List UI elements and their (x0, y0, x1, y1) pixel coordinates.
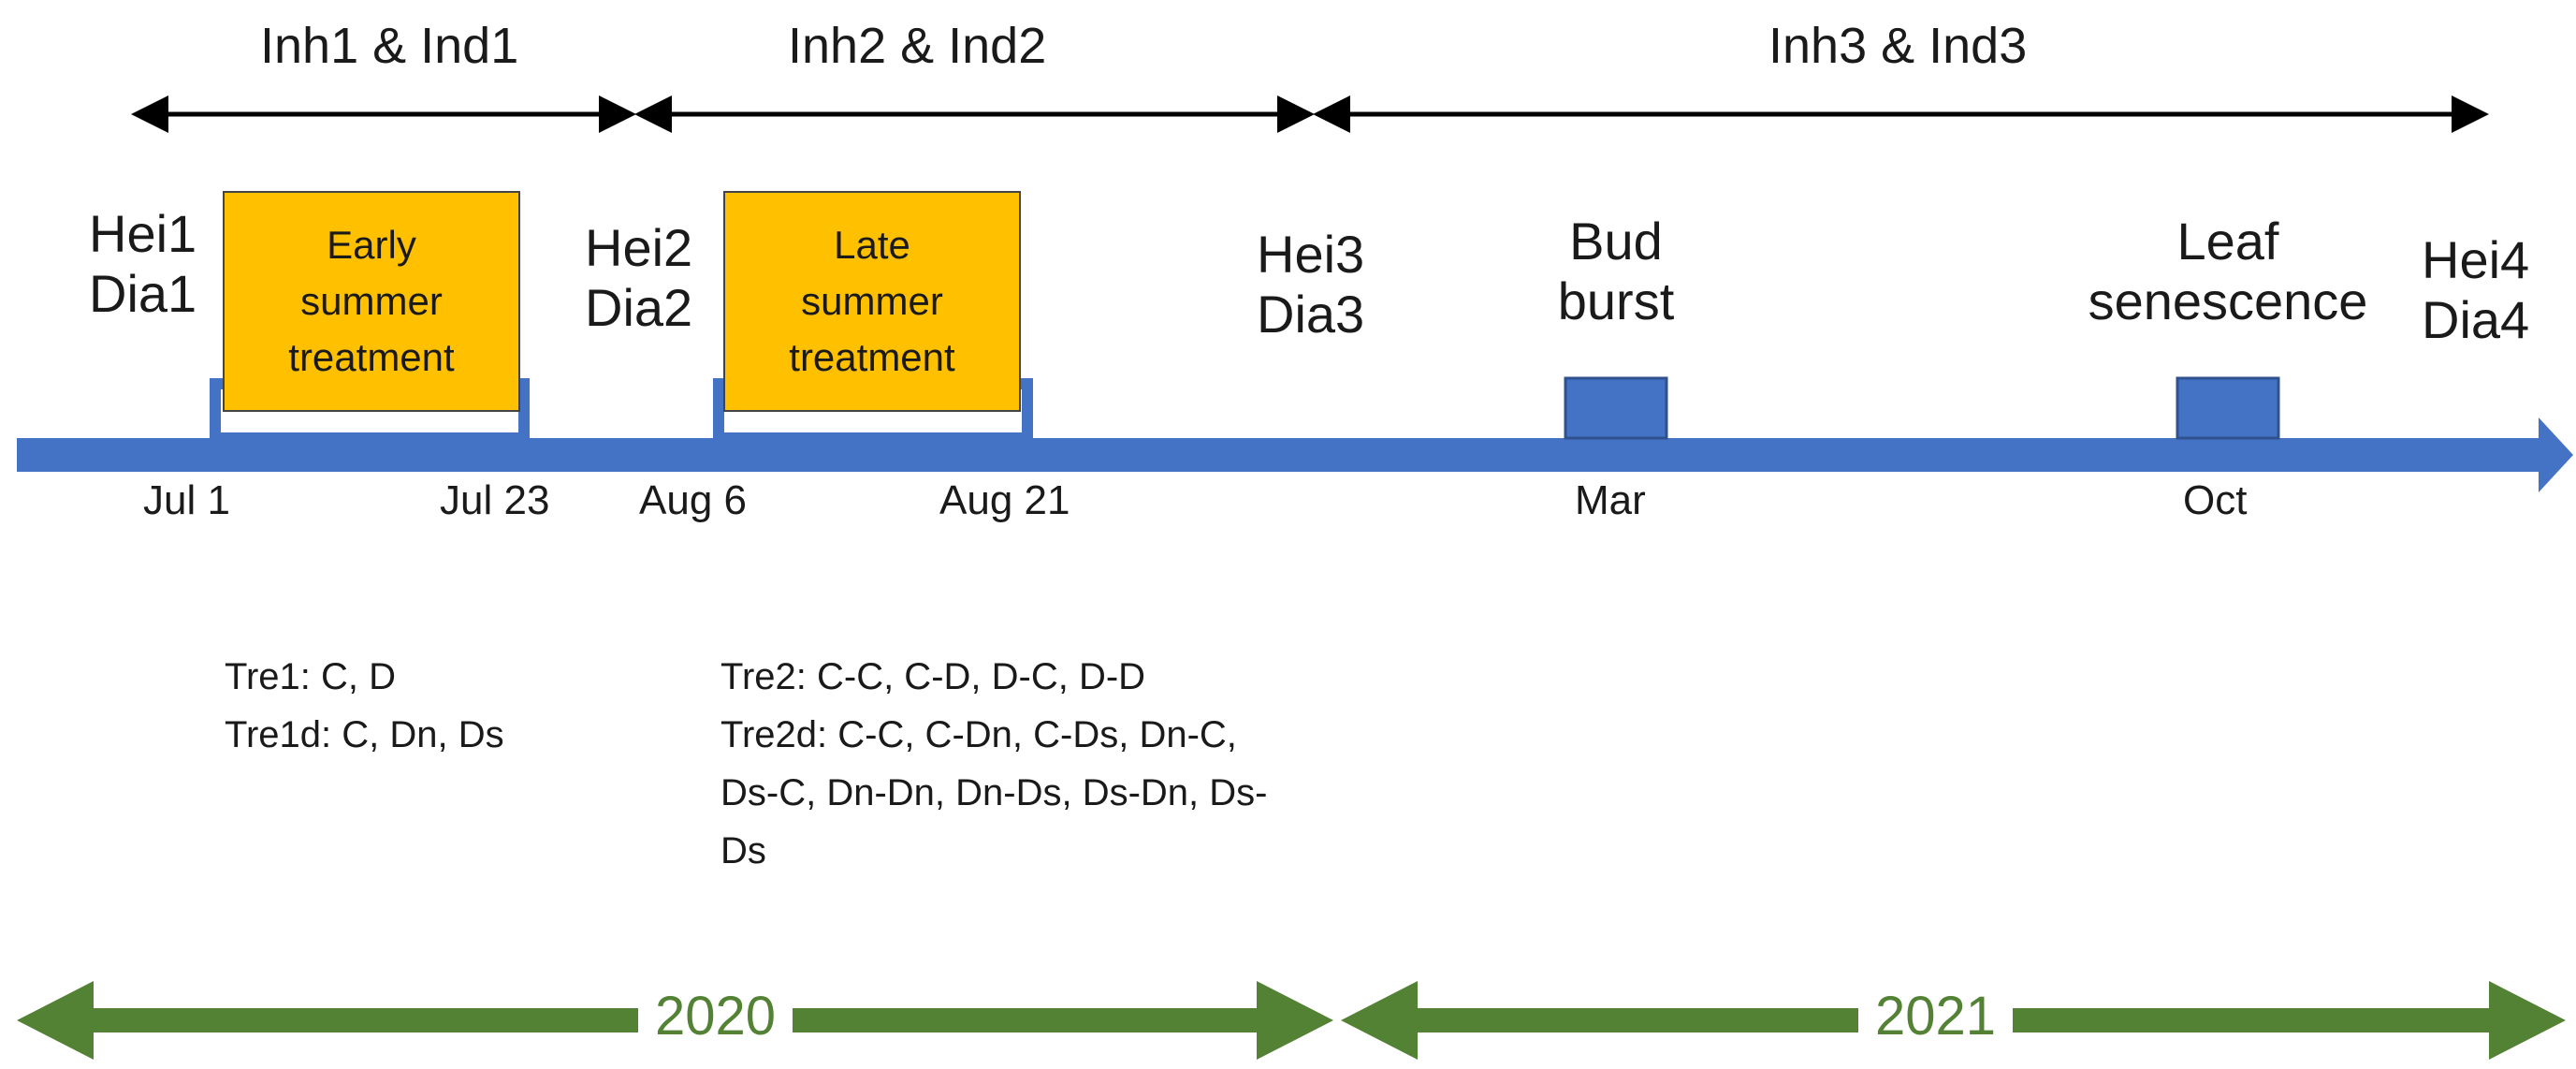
late-treatment-line-2: summer (801, 279, 943, 323)
early-summer-treatment-box: Early summer treatment (223, 191, 520, 412)
late-treatment-line-1: Late (834, 223, 910, 267)
measurement-2: Hei2 Dia2 (585, 218, 692, 338)
early-treatment-line-1: Early (327, 223, 416, 267)
year-label-2021: 2021 (1858, 985, 2014, 1047)
tre2d-text: Tre2d: C-C, C-Dn, C-Ds, Dn-C, Ds-C, Dn-D… (720, 714, 1268, 871)
early-treatment-line-3: treatment (288, 335, 455, 379)
year-arrow-2021-right-head (2489, 981, 2566, 1060)
date-label-jul-1: Jul 1 (143, 477, 230, 523)
bud-burst-line-1: Bud (1569, 212, 1663, 271)
year-arrow-2020-right-head (1257, 981, 1333, 1060)
date-label-mar: Mar (1575, 477, 1646, 523)
tre1-text: Tre1: C, D (225, 656, 396, 697)
late-summer-treatment-box: Late summer treatment (723, 191, 1021, 412)
measurement-1: Hei1 Dia1 (89, 204, 196, 324)
measurement-3-height: Hei3 (1257, 225, 1365, 284)
measurement-2-diameter: Dia2 (585, 278, 693, 337)
measurement-2-height: Hei2 (585, 218, 693, 277)
timeline-arrowhead (2539, 417, 2573, 492)
tre1-note: Tre1: C, D Tre1d: C, Dn, Ds (225, 648, 504, 764)
measurement-3: Hei3 Dia3 (1257, 225, 1364, 344)
leaf-senescence-line-1: Leaf (2176, 212, 2279, 271)
measurement-1-diameter: Dia1 (89, 264, 197, 323)
date-label-aug-6: Aug 6 (639, 477, 747, 523)
year-label-2020: 2020 (638, 985, 793, 1047)
leaf-senescence-mark (2176, 376, 2280, 440)
leaf-senescence-line-2: senescence (2088, 271, 2368, 330)
span-label-2: Inh2 & Ind2 (788, 18, 1047, 74)
bud-burst-label: Bud burst (1513, 212, 1719, 331)
early-treatment-line-2: summer (300, 279, 443, 323)
tre2-note: Tre2: C-C, C-D, D-C, D-D Tre2d: C-C, C-D… (720, 648, 1301, 880)
measurement-4-diameter: Dia4 (2422, 290, 2530, 349)
tre2-text: Tre2: C-C, C-D, D-C, D-D (720, 656, 1146, 697)
bud-burst-mark (1564, 376, 1668, 440)
leaf-senescence-label: Leaf senescence (2036, 212, 2420, 331)
tre1d-text: Tre1d: C, Dn, Ds (225, 714, 504, 755)
span-label-3: Inh3 & Ind3 (1768, 18, 2028, 74)
date-label-jul-23: Jul 23 (440, 477, 550, 523)
late-treatment-line-3: treatment (789, 335, 955, 379)
measurement-3-diameter: Dia3 (1257, 285, 1365, 344)
date-label-aug-21: Aug 21 (939, 477, 1070, 523)
bud-burst-line-2: burst (1557, 271, 1675, 330)
measurement-4-height: Hei4 (2422, 230, 2530, 289)
year-arrow-2021-left-head (1341, 981, 1418, 1060)
measurement-1-height: Hei1 (89, 204, 197, 263)
year-arrow-2020-left-head (17, 981, 94, 1060)
date-label-oct: Oct (2183, 477, 2248, 523)
measurement-4: Hei4 Dia4 (2422, 230, 2529, 350)
span-label-1: Inh1 & Ind1 (260, 18, 519, 74)
